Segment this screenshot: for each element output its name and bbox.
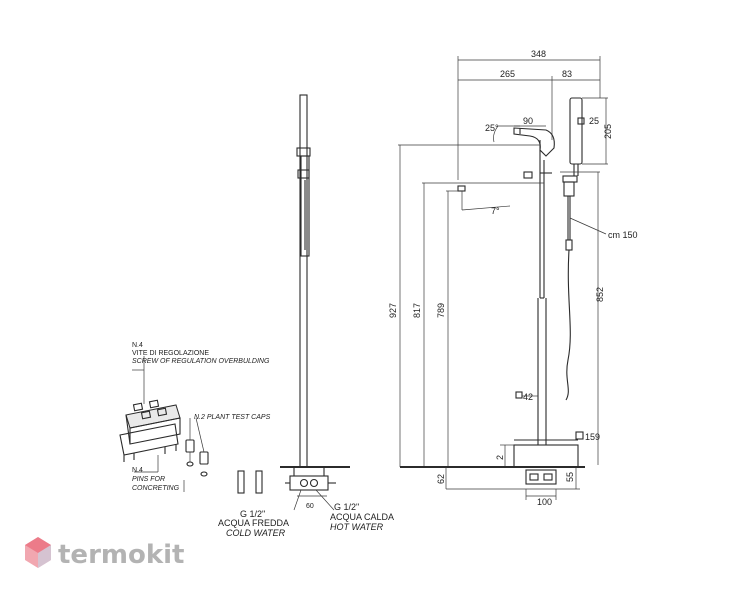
front-view-mixer bbox=[398, 56, 608, 500]
dim-base-height: 62 bbox=[436, 474, 446, 484]
dim-base-square: 159 bbox=[585, 432, 600, 442]
dim-outlet-angle: 7° bbox=[491, 206, 500, 216]
plant-test-caps bbox=[183, 417, 209, 492]
dim-box-height: 55 bbox=[565, 472, 575, 482]
termokit-wordmark: termokit bbox=[58, 540, 184, 570]
cold-water-en-label: COLD WATER bbox=[226, 528, 286, 538]
dim-height-spout: 789 bbox=[436, 303, 446, 318]
dim-height-total: 927 bbox=[388, 303, 398, 318]
dim-hose-length: cm 150 bbox=[608, 230, 638, 240]
dim-holder-width: 83 bbox=[562, 69, 572, 79]
hot-thread-label: G 1/2" bbox=[334, 502, 359, 512]
dim-column-square: 42 bbox=[523, 392, 533, 402]
dim-body-width: 265 bbox=[500, 69, 515, 79]
screws-en-label: SCREW OF REGULATION OVERBULDING bbox=[132, 358, 270, 365]
dim-box-width: 100 bbox=[537, 497, 552, 507]
dim-spout-angle: 25° bbox=[485, 123, 499, 133]
hot-water-it-label: ACQUA CALDA bbox=[330, 512, 394, 522]
dim-hand-shower-height: 205 bbox=[603, 124, 613, 139]
side-view-mixer bbox=[237, 94, 350, 511]
side-base-width: 60 bbox=[306, 503, 314, 510]
dim-hand-shower-square: 25 bbox=[589, 116, 599, 126]
hot-water-en-label: HOT WATER bbox=[330, 522, 384, 532]
screws-it-label: VITE DI REGOLAZIONE bbox=[132, 350, 209, 357]
pins-en-label-2: CONCRETING bbox=[132, 485, 180, 492]
dim-total-width: 348 bbox=[531, 49, 546, 59]
dim-height-outlet: 817 bbox=[412, 303, 422, 318]
dim-base-gap: 2 bbox=[495, 455, 505, 460]
caps-label: N.2 PLANT TEST CAPS bbox=[194, 414, 271, 421]
cold-thread-label: G 1/2" bbox=[240, 509, 265, 519]
screws-count-label: N.4 bbox=[132, 342, 143, 349]
termokit-watermark: termokit bbox=[25, 537, 184, 570]
dim-spout-reach: 90 bbox=[523, 116, 533, 126]
installation-box bbox=[119, 356, 181, 473]
pins-count-label: N.4 bbox=[132, 467, 143, 474]
pins-en-label-1: PINS FOR bbox=[132, 476, 165, 483]
cold-water-it-label: ACQUA FREDDA bbox=[218, 518, 289, 528]
dim-height-holder: 852 bbox=[595, 287, 605, 302]
